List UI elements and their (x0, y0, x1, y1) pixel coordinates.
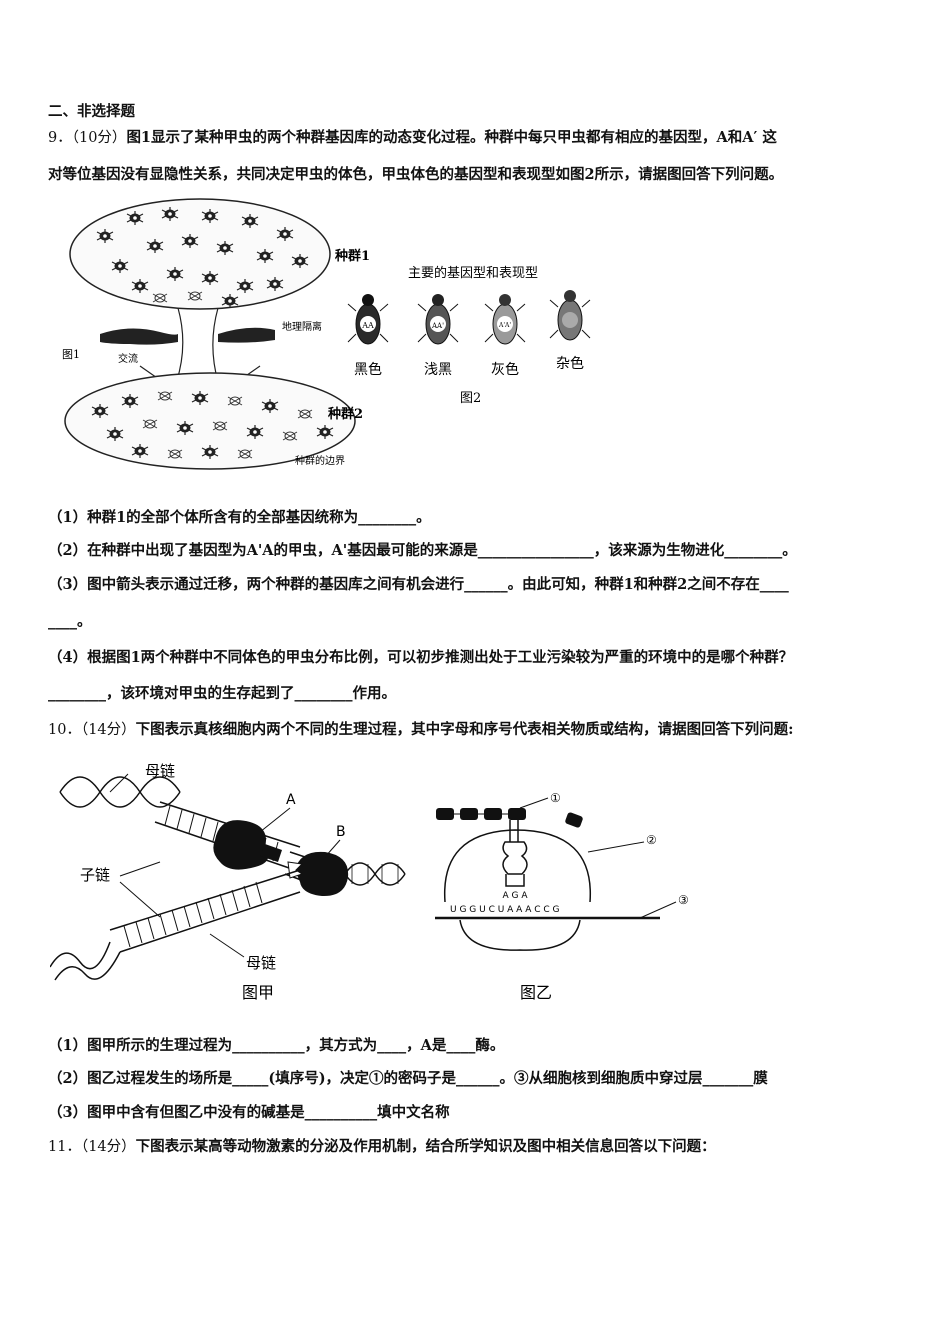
daughter-strand-label: 子链 (80, 866, 110, 884)
beetle-mixed-label: 杂色 (556, 355, 584, 372)
q11-stem-text: 下图表示某高等动物激素的分泌及作用机制，结合所学知识及图中相关信息回答以下问题： (135, 1138, 716, 1155)
q11-number: 11． (48, 1139, 81, 1155)
fig2-title: 主要的基因型和表现型 (408, 265, 538, 281)
q11-stem: 11．（14分）下图表示某高等动物激素的分泌及作用机制，结合所学知识及图中相关信… (48, 1137, 716, 1157)
fig-jia-label: 图甲 (242, 983, 274, 1002)
replication-diagram: A B 母链 子链 (50, 762, 406, 1002)
population2-label: 种群2 (327, 406, 363, 422)
q9-sub1: （1）种群1的全部个体所含有的全部基因统称为________。 (48, 509, 431, 526)
translation-diagram: ① ② A G A U G G U C U A A A C C G ③ 图乙 (435, 791, 689, 1002)
q9-stem-text: 图1显示了某种甲虫的两个种群基因库的动态变化过程。种群中每只甲虫都有相应的基因型… (126, 129, 777, 146)
beetle-gray: A'A' 灰色 (484, 294, 526, 378)
beetle-light-black: AA' 浅黑 (417, 294, 459, 378)
fig1-label: 图1 (62, 348, 80, 361)
section-title: 二、非选择题 (48, 103, 135, 120)
mrna-sequence: U G G U C U A A A C C G (450, 905, 560, 915)
beetle-gray-genotype: A'A' (498, 322, 511, 329)
q10-figure: A B 母链 子链 (50, 762, 689, 1002)
q10-number: 10． (48, 722, 81, 738)
q10-stem-text: 下图表示真核细胞内两个不同的生理过程，其中字母和序号代表相关物质或结构，请据图回… (135, 721, 794, 738)
population1-ellipse (69, 198, 331, 310)
beetle-light-black-genotype: AA' (431, 322, 444, 330)
boundary-label: 种群的边界 (295, 454, 345, 467)
beetle-black: AA 黑色 (347, 294, 389, 378)
q10-sub1: （1）图甲所示的生理过程为__________，其方式为____，A是____酶… (48, 1037, 505, 1054)
barrier-label: 地理隔离 (282, 320, 322, 333)
q10-sub2: （2）图乙过程发生的场所是_____(填序号)，决定①的密码子是______。③… (48, 1070, 768, 1087)
q10-score: （14分） (80, 722, 136, 738)
beetle-gray-label: 灰色 (491, 361, 519, 378)
circle3-label: ③ (678, 893, 689, 907)
beetle-black-label: 黑色 (354, 361, 382, 378)
q9-score: （10分） (71, 130, 127, 146)
mother-strand-bottom: 母链 (246, 954, 276, 972)
q9-stem-line1: 9．（10分）图1显示了某种甲虫的两个种群基因库的动态变化过程。种群中每只甲虫都… (48, 128, 777, 148)
beetle-mixed: 杂色 (549, 290, 591, 372)
fig2-label: 图2 (460, 391, 481, 406)
fig-yi-label: 图乙 (520, 983, 552, 1002)
q9-figure: 种群1 地理隔离 交流 图1 种群2 种群的边界 主要的基因型和表现型 AA 黑… (62, 198, 591, 470)
q9-sub3-line2: ____。 (48, 613, 92, 630)
exchange-label: 交流 (118, 352, 138, 365)
q9-sub2: （2）在种群中出现了基因型为A'A的甲虫，A'基因最可能的来源是________… (48, 542, 797, 559)
circle2-label: ② (646, 833, 657, 847)
label-b: B (336, 824, 346, 840)
q10-stem: 10．（14分）下图表示真核细胞内两个不同的生理过程，其中字母和序号代表相关物质… (48, 720, 794, 740)
beetle-light-black-label: 浅黑 (424, 362, 452, 378)
q9-sub4-line1: （4）根据图1两个种群中不同体色的甲虫分布比例，可以初步推测出处于工业污染较为严… (48, 649, 794, 666)
population1-label: 种群1 (334, 248, 370, 264)
circle1-label: ① (550, 791, 561, 805)
label-a: A (286, 792, 296, 808)
q9-stem-line2: 对等位基因没有显隐性关系，共同决定甲虫的体色，甲虫体色的基因型和表现型如图2所示… (48, 166, 784, 183)
q9-sub3-line1: （3）图中箭头表示通过迁移，两个种群的基因库之间有机会进行______。由此可知… (48, 576, 789, 593)
anticodon: A G A (502, 891, 528, 901)
beetle-black-genotype: AA (361, 321, 374, 330)
q9-number: 9． (48, 130, 72, 146)
mother-strand-top: 母链 (145, 762, 175, 780)
q9-sub4-line2: ________，该环境对甲虫的生存起到了________作用。 (48, 685, 396, 702)
q11-score: （14分） (80, 1139, 136, 1155)
q10-sub3: （3）图甲中含有但图乙中没有的碱基是__________填中文名称 (48, 1104, 450, 1121)
